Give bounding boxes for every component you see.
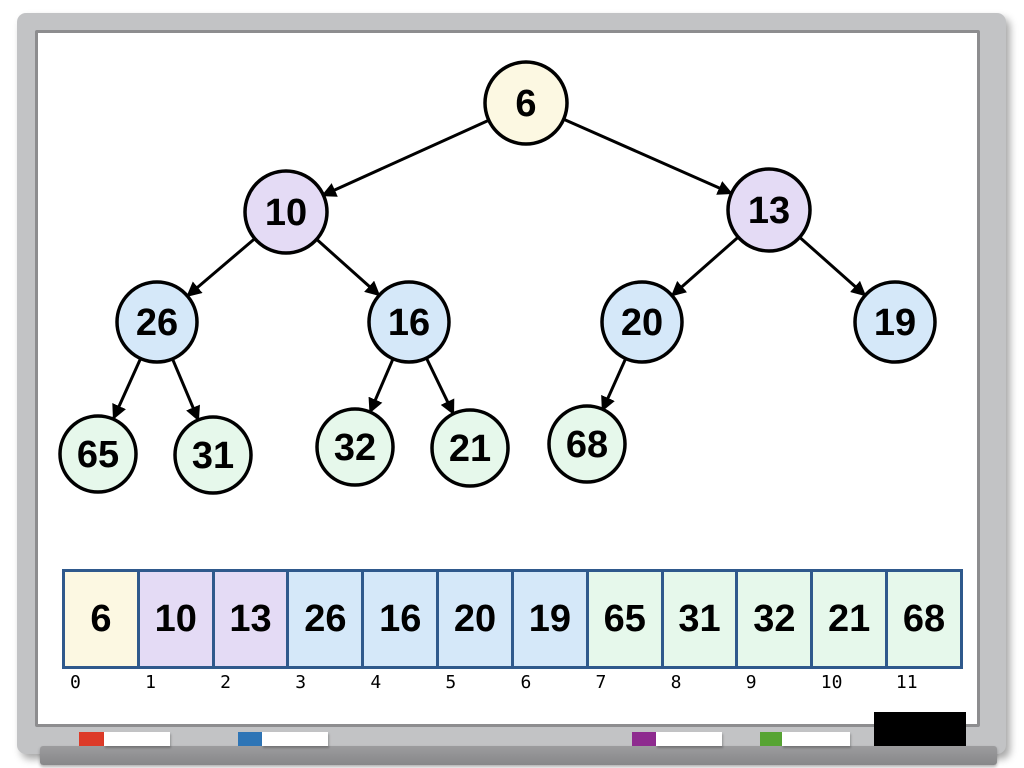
array-index-3: 3 xyxy=(295,672,307,693)
array-index-8: 8 xyxy=(670,672,682,693)
purple-marker xyxy=(632,732,722,746)
array-index-9: 9 xyxy=(745,672,757,693)
array-index-4: 4 xyxy=(370,672,382,693)
heap-array: 6 10 13 26 16 20 19 65 31 32 21 68 xyxy=(62,569,963,669)
red-marker-body xyxy=(104,732,170,746)
array-cell-8: 31 xyxy=(660,572,736,666)
array-index-11: 11 xyxy=(895,672,918,693)
array-index-7: 7 xyxy=(595,672,607,693)
array-index-6: 6 xyxy=(520,672,532,693)
array-cell-4: 16 xyxy=(361,572,437,666)
array-index-0: 0 xyxy=(70,672,81,693)
array-index-1: 1 xyxy=(145,672,156,693)
red-marker-tip xyxy=(79,732,104,746)
array-cell-7: 65 xyxy=(585,572,661,666)
array-cell-5: 20 xyxy=(436,572,511,666)
red-marker xyxy=(79,732,170,746)
array-cell-3: 26 xyxy=(286,572,362,666)
green-marker xyxy=(760,732,850,746)
array-cell-9: 32 xyxy=(735,572,811,666)
array-cell-6: 19 xyxy=(510,572,586,666)
array-cell-10: 21 xyxy=(810,572,886,666)
array-cell-0: 6 xyxy=(65,572,137,666)
array-cell-2: 13 xyxy=(211,572,287,666)
blue-marker-body xyxy=(262,732,328,746)
array-index-10: 10 xyxy=(820,672,843,693)
green-marker-body xyxy=(782,732,850,746)
marker-tray xyxy=(40,746,997,765)
array-index-2: 2 xyxy=(220,672,231,693)
array-index-5: 5 xyxy=(445,672,457,693)
purple-marker-body xyxy=(656,732,722,746)
array-cell-11: 68 xyxy=(885,572,960,666)
green-marker-tip xyxy=(760,732,782,746)
array-indices: 0 1 2 3 4 5 6 7 8 9 10 11 xyxy=(62,672,963,693)
blue-marker xyxy=(238,732,328,746)
array-cell-1: 10 xyxy=(136,572,212,666)
purple-marker-tip xyxy=(632,732,656,746)
blue-marker-tip xyxy=(238,732,262,746)
whiteboard-eraser xyxy=(874,712,966,746)
